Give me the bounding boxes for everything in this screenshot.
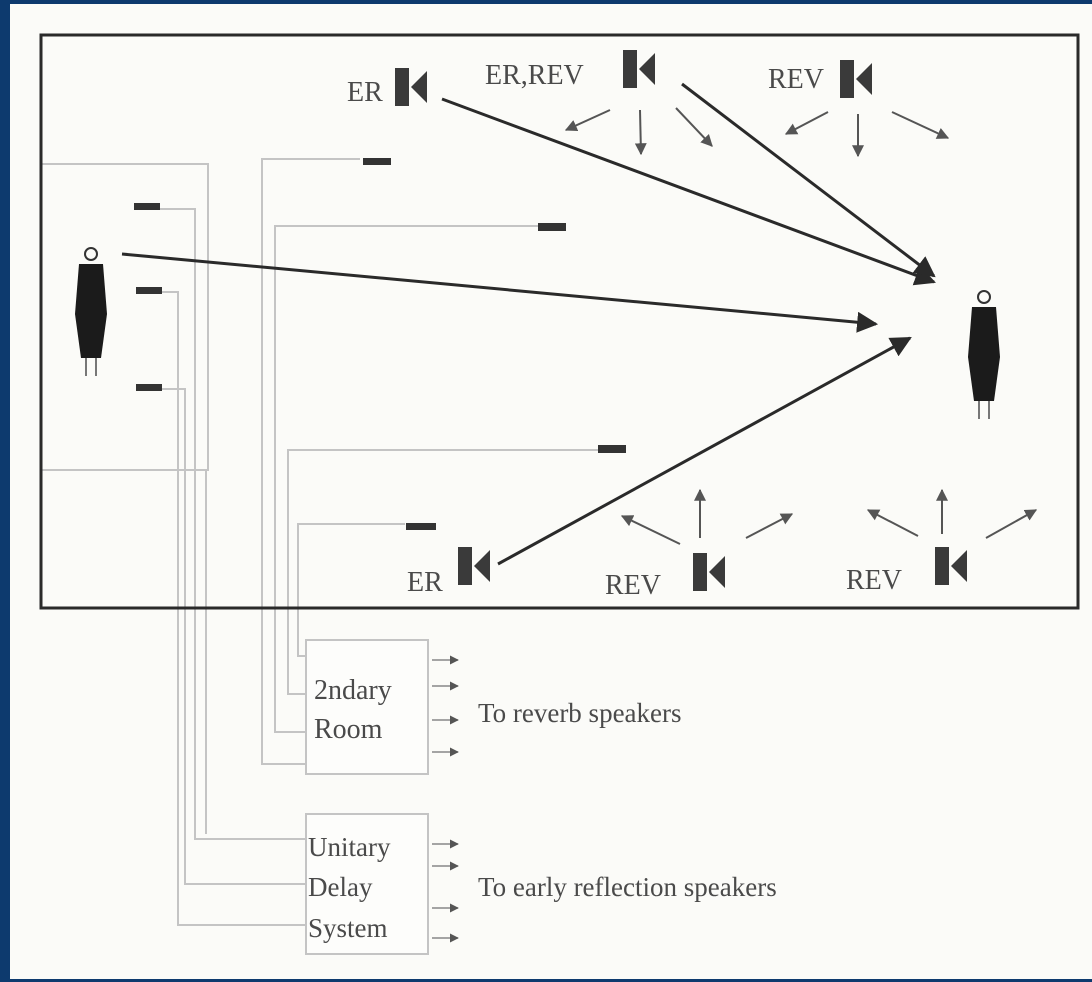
microphone-icon [136,287,162,294]
early-reflection-output-label: To early reflection speakers [478,872,777,902]
loudspeaker-icon [935,547,967,585]
sound-path-arrows [121,82,936,566]
speaker-label: ER [347,77,383,108]
output-arrows [432,655,459,943]
reverb-output-label: To reverb speakers [478,698,682,728]
processor-label: Room [314,714,383,745]
microphone-icon [134,203,160,210]
microphone-icon [598,445,626,453]
diffusion-arrows [564,107,1038,545]
sound-reinforcement-diagram: ER ER,REV REV ER REV REV 2ndary Room Uni… [39,33,1080,955]
loudspeaker-icon [458,547,490,585]
loudspeaker-icon [693,553,725,591]
diagram-panel: ER ER,REV REV ER REV REV 2ndary Room Uni… [10,4,1092,979]
secondary-room-processor: 2ndary Room [305,639,429,775]
room-outline [39,33,1080,610]
microphone-icon [136,384,162,391]
processor-label: Delay [308,872,373,902]
loudspeaker-icon [840,60,872,98]
speaker-label: ER,REV [485,60,584,91]
microphone-icon [406,523,436,530]
speaker-label: REV [605,570,661,601]
processor-label: Unitary [308,832,391,862]
processor-label: 2ndary [314,675,392,706]
processor-label: System [308,913,388,943]
microphone-icon [363,158,391,165]
microphone-group [134,158,626,530]
person-talker-icon [74,247,108,377]
speaker-label: ER [407,567,443,598]
speaker-label: REV [846,565,902,596]
person-listener-icon [967,290,1001,420]
loudspeaker-icon [395,68,427,106]
loudspeaker-icon [623,50,655,88]
speaker-label: REV [768,64,824,95]
microphone-icon [538,223,566,231]
unitary-delay-processor: Unitary Delay System [305,813,429,955]
signal-wiring [40,158,600,926]
